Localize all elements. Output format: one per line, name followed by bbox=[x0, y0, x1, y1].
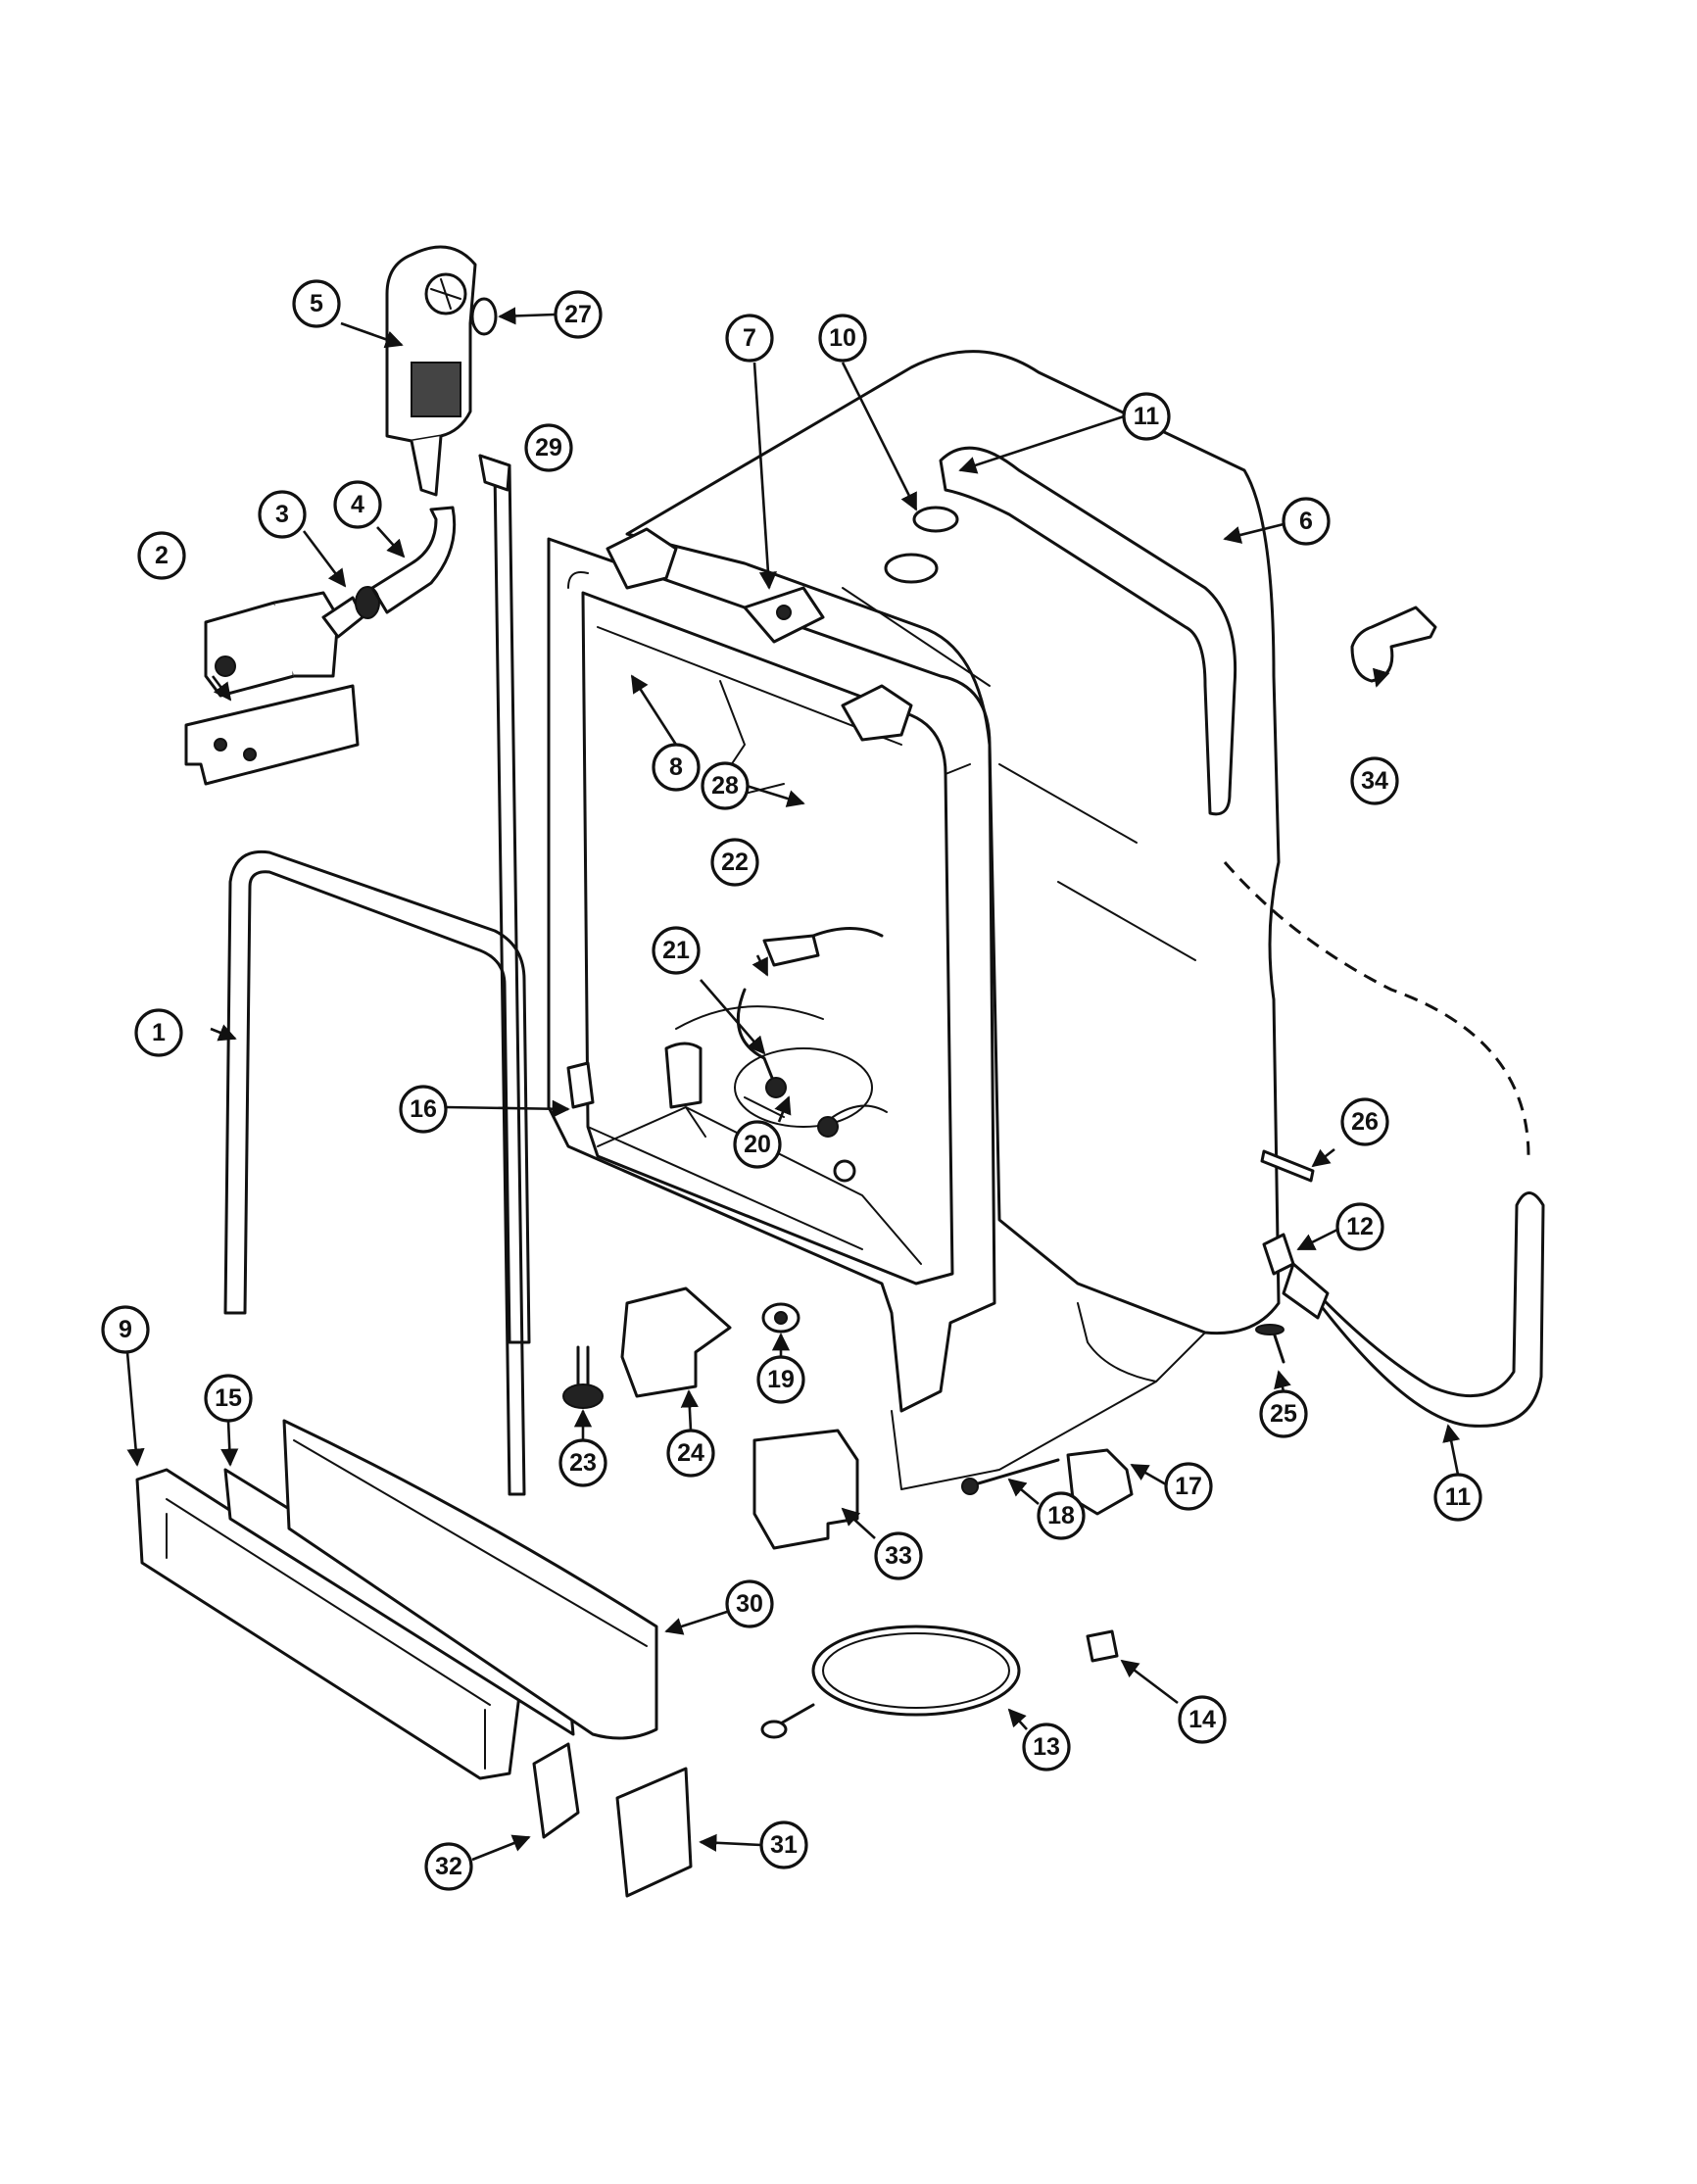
svg-text:30: 30 bbox=[736, 1590, 763, 1618]
callout-5: 5 bbox=[292, 279, 341, 328]
callout-7: 7 bbox=[725, 314, 774, 363]
svg-text:31: 31 bbox=[770, 1831, 798, 1859]
callout-1: 1 bbox=[134, 1008, 183, 1057]
svg-text:26: 26 bbox=[1351, 1108, 1379, 1136]
clip bbox=[1260, 1149, 1315, 1183]
toe-kick-gasket bbox=[282, 1419, 658, 1740]
svg-text:22: 22 bbox=[721, 849, 749, 876]
svg-text:2: 2 bbox=[155, 542, 169, 569]
callout-8: 8 bbox=[652, 743, 701, 792]
callout-23: 23 bbox=[558, 1438, 607, 1487]
callout-29: 29 bbox=[524, 423, 573, 472]
svg-text:32: 32 bbox=[435, 1853, 462, 1880]
vent-strip bbox=[478, 454, 526, 1496]
svg-text:9: 9 bbox=[119, 1316, 132, 1343]
hose-bracket bbox=[1350, 606, 1437, 683]
callout-34: 34 bbox=[1350, 756, 1399, 805]
hose-clamp bbox=[355, 586, 380, 619]
callout-6: 6 bbox=[1282, 497, 1331, 546]
foam-insulation bbox=[752, 1429, 859, 1550]
callout-30: 30 bbox=[725, 1579, 774, 1628]
callout-12: 12 bbox=[1335, 1202, 1384, 1251]
o-ring bbox=[470, 297, 498, 336]
svg-text:16: 16 bbox=[410, 1095, 437, 1123]
callout-25: 25 bbox=[1259, 1389, 1308, 1438]
svg-text:7: 7 bbox=[743, 324, 756, 352]
callout-13: 13 bbox=[1022, 1723, 1071, 1771]
svg-text:4: 4 bbox=[351, 491, 364, 518]
svg-text:34: 34 bbox=[1361, 767, 1388, 795]
svg-text:6: 6 bbox=[1299, 508, 1313, 535]
fill-hose bbox=[370, 506, 457, 614]
callout-20: 20 bbox=[733, 1120, 782, 1169]
tub-door-opening bbox=[581, 591, 954, 1286]
upper-fill-hose bbox=[939, 446, 1237, 816]
fastener bbox=[1272, 1331, 1285, 1364]
svg-text:29: 29 bbox=[535, 434, 562, 461]
thermostat bbox=[1086, 1629, 1119, 1663]
water-valve bbox=[184, 591, 364, 786]
callout-22: 22 bbox=[710, 838, 759, 887]
callout-14: 14 bbox=[1178, 1695, 1227, 1744]
access-panel bbox=[615, 1767, 693, 1898]
door-gasket bbox=[223, 849, 531, 1344]
callout-3: 3 bbox=[258, 490, 307, 539]
svg-text:20: 20 bbox=[744, 1131, 771, 1158]
callout-17: 17 bbox=[1164, 1462, 1213, 1511]
svg-text:13: 13 bbox=[1033, 1733, 1060, 1761]
svg-text:21: 21 bbox=[662, 937, 690, 964]
drain-hose bbox=[1301, 1191, 1545, 1428]
fill-funnel bbox=[385, 245, 477, 497]
svg-text:17: 17 bbox=[1175, 1473, 1202, 1500]
svg-text:23: 23 bbox=[569, 1449, 597, 1477]
callout-15: 15 bbox=[204, 1374, 253, 1423]
callout-24: 24 bbox=[666, 1429, 715, 1478]
svg-text:12: 12 bbox=[1346, 1213, 1374, 1240]
toe-kick-panel bbox=[135, 1468, 521, 1780]
svg-text:18: 18 bbox=[1047, 1502, 1075, 1529]
callout-21: 21 bbox=[652, 926, 701, 975]
foam-block bbox=[532, 1742, 580, 1839]
svg-text:15: 15 bbox=[215, 1384, 242, 1412]
tub-front-frame bbox=[547, 537, 996, 1413]
heating-element bbox=[811, 1625, 1021, 1717]
callout-2: 2 bbox=[137, 531, 186, 580]
callout-11-lower: 11 bbox=[1433, 1473, 1482, 1522]
leader-lines bbox=[125, 307, 1461, 1862]
callout-32: 32 bbox=[424, 1842, 473, 1891]
svg-text:19: 19 bbox=[767, 1366, 795, 1393]
callout-19: 19 bbox=[756, 1355, 805, 1404]
svg-text:33: 33 bbox=[885, 1542, 912, 1570]
callout-27: 27 bbox=[554, 290, 603, 339]
callout-33: 33 bbox=[874, 1531, 923, 1580]
callout-18: 18 bbox=[1037, 1491, 1086, 1540]
junction-box bbox=[620, 1286, 732, 1398]
svg-text:28: 28 bbox=[711, 772, 739, 800]
callout-10: 10 bbox=[818, 314, 867, 363]
bolt bbox=[973, 1458, 1060, 1486]
callout-4: 4 bbox=[333, 480, 382, 529]
svg-text:10: 10 bbox=[829, 324, 856, 352]
callout-28: 28 bbox=[701, 761, 750, 810]
callout-16: 16 bbox=[399, 1085, 448, 1134]
svg-text:11: 11 bbox=[1134, 403, 1160, 430]
svg-text:24: 24 bbox=[677, 1439, 704, 1467]
callout-9: 9 bbox=[101, 1305, 150, 1354]
svg-text:11: 11 bbox=[1445, 1483, 1472, 1511]
svg-text:8: 8 bbox=[669, 753, 683, 781]
svg-text:25: 25 bbox=[1270, 1400, 1297, 1428]
svg-text:14: 14 bbox=[1188, 1706, 1216, 1733]
callout-26: 26 bbox=[1340, 1097, 1389, 1146]
hose-routing-dashed bbox=[1223, 861, 1530, 1157]
callout-11-upper: 11 bbox=[1122, 392, 1171, 441]
svg-text:5: 5 bbox=[310, 290, 323, 317]
svg-text:3: 3 bbox=[275, 501, 289, 528]
svg-text:27: 27 bbox=[564, 301, 592, 328]
svg-text:1: 1 bbox=[152, 1019, 166, 1046]
callout-31: 31 bbox=[759, 1820, 808, 1869]
